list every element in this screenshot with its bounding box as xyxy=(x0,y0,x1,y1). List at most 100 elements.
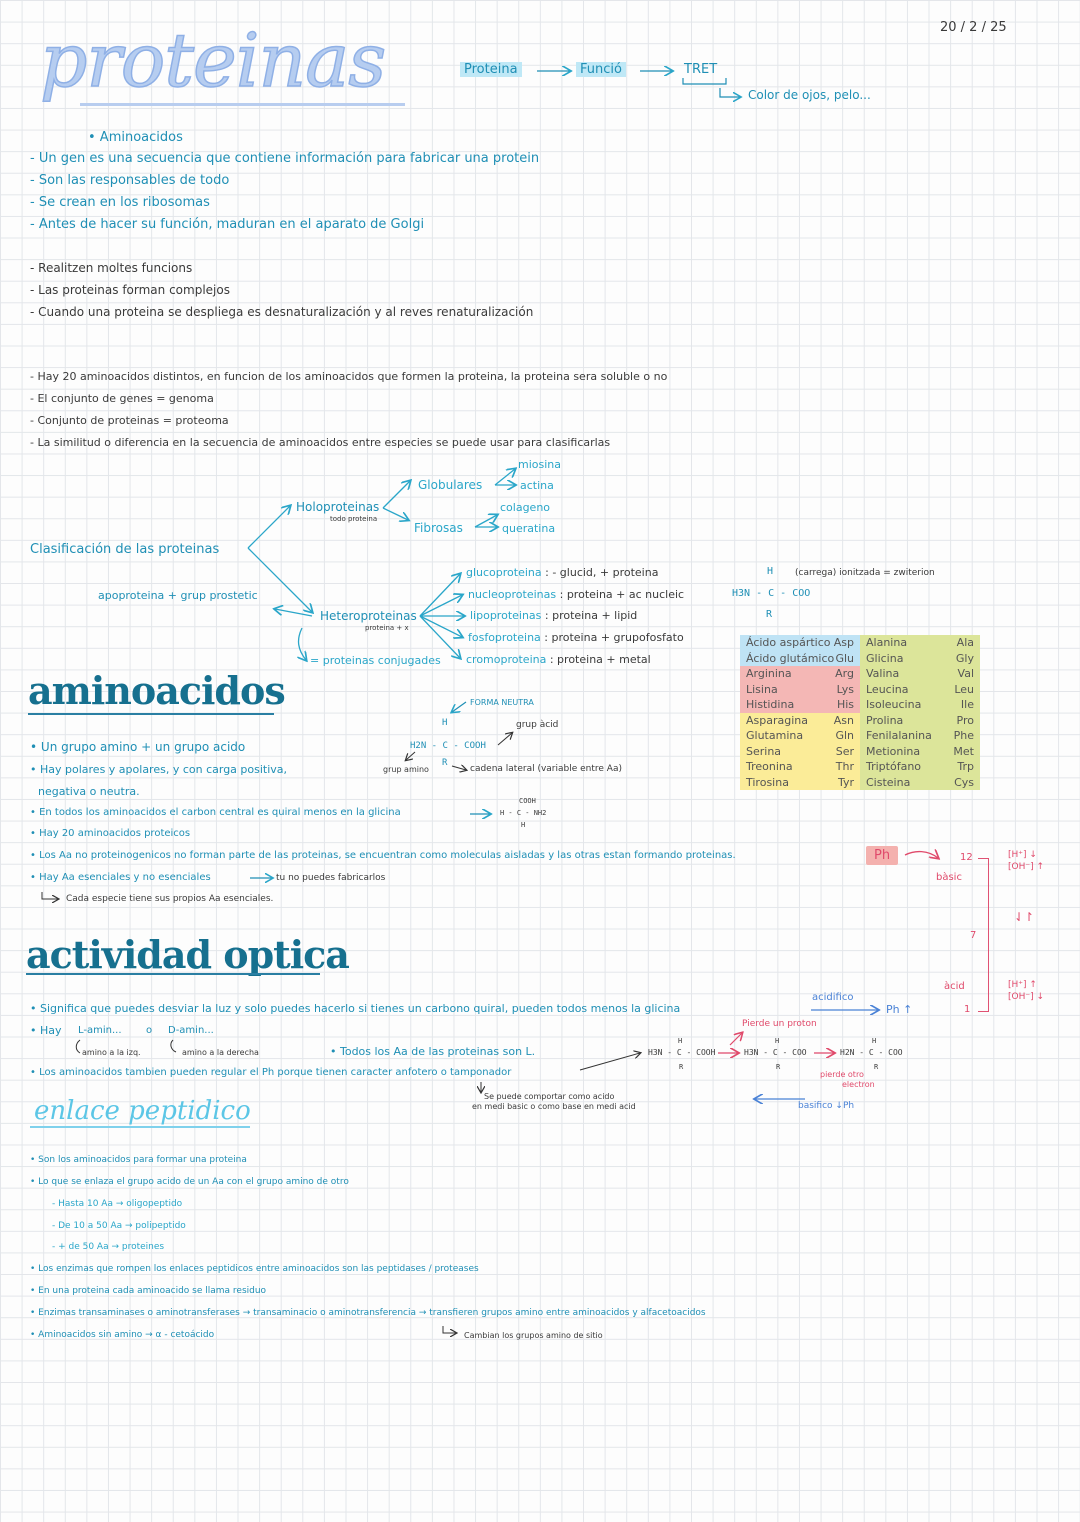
zwitterion-top: H xyxy=(767,566,774,577)
globulares-label: Globulares xyxy=(418,478,483,492)
structure-top: H xyxy=(442,718,448,728)
basifico-label: basifico ↓Ph xyxy=(798,1101,855,1111)
ph-basic-note: [H⁺] ↓ xyxy=(1008,850,1037,860)
enlace-bullet: • Aminoacidos sin amino → α - cetoácido xyxy=(30,1330,215,1340)
glicina-bottom: H xyxy=(521,821,526,829)
holoproteinas-label: Holoproteinas xyxy=(296,500,380,514)
hetero-type-desc: : proteina + ac nucleic xyxy=(559,588,685,601)
aa-bullet: • Hay 20 aminoacidos proteicos xyxy=(30,828,191,839)
glicina-top: COOH xyxy=(519,797,536,805)
intro-bullet: - Cuando una proteina se despliega es de… xyxy=(30,305,534,319)
enlace-bullet: • Enzimas transaminases o aminotransfera… xyxy=(30,1308,706,1318)
enlace-bullet: • En una proteina cada aminoacido se lla… xyxy=(30,1286,267,1296)
holoproteinas-sub: todo proteina xyxy=(330,515,378,523)
flow-note: Color de ojos, pelo... xyxy=(748,88,871,102)
heading-underline xyxy=(28,713,274,715)
intro-bullet: - Antes de hacer su función, maduran en … xyxy=(30,217,425,232)
globulares-child: miosina xyxy=(518,458,562,471)
enlace-bullet: • Lo que se enlaza el grupo acido de un … xyxy=(30,1177,349,1187)
ph-acid-label: àcid xyxy=(944,981,965,992)
title-underline xyxy=(80,103,405,106)
reaction-m2-bottom: R xyxy=(776,1063,781,1071)
transaminase-note: Cambian los grupos amino de sitio xyxy=(464,1331,603,1340)
aa-bullet: • Hay Aa esenciales y no esenciales xyxy=(30,872,211,883)
ph-up-label: Ph ↑ xyxy=(886,1003,913,1016)
optica-bullet: • Los aminoacidos tambien pueden regular… xyxy=(30,1067,512,1078)
intro-bullet: - Las proteinas forman complejos xyxy=(30,283,230,297)
zwitterion-formula: H3N - C - COO xyxy=(732,588,811,599)
reaction-m3-top: H xyxy=(872,1037,877,1045)
esenciales-note: tu no puedes fabricarlos xyxy=(276,873,386,883)
intro-bullet: - Realitzen moltes funcions xyxy=(30,261,193,275)
l-amin-note: amino a la izq. xyxy=(82,1048,141,1057)
grup-amino-label: grup amino xyxy=(383,765,429,774)
intro-bullet: - Se crean en los ribosomas xyxy=(30,195,210,210)
aa-bullet: Cada especie tiene sus propios Aa esenci… xyxy=(66,894,274,904)
cadena-lateral-label: cadena lateral (variable entre Aa) xyxy=(470,764,622,774)
optica-bullet: • Hay xyxy=(30,1024,62,1037)
reaction-m3: H2N - C - COO xyxy=(840,1048,903,1057)
acidifico-label: acidifico xyxy=(812,992,854,1003)
intro-subtitle: • Aminoacidos xyxy=(88,130,183,145)
heteroproteinas-sub: proteina + x xyxy=(365,624,409,632)
page-title: proteinas xyxy=(39,17,387,105)
hetero-type-name: cromoproteina xyxy=(466,653,547,666)
enlace-sub-bullet: - + de 50 Aa → proteines xyxy=(52,1242,165,1252)
reaction-m1-top: H xyxy=(678,1037,683,1045)
ph-value-1: 1 xyxy=(964,1004,971,1015)
hetero-type-row: cromoproteina : proteina + metal xyxy=(466,653,651,666)
hetero-type-name: fosfoproteina xyxy=(468,631,541,644)
hetero-type-name: lipoproteinas xyxy=(470,609,542,622)
intro-bullet: - Conjunto de proteinas = proteoma xyxy=(30,414,229,427)
enlace-bullet: • Son los aminoacidos para formar una pr… xyxy=(30,1155,247,1165)
enlace-bullet: • Los enzimas que rompen los enlaces pep… xyxy=(30,1264,479,1274)
intro-bullet: - Un gen es una secuencia que contiene i… xyxy=(30,151,540,166)
hetero-type-row: glucoproteina : - glucid, + proteina xyxy=(466,566,658,579)
globulares-child: actina xyxy=(520,479,554,492)
section-heading-actividad-optica: actividad optica xyxy=(26,932,350,977)
zwitterion-note: (carrega) ionitzada = zwiterion xyxy=(795,568,935,578)
todos-l-note: • Todos los Aa de las proteinas son L. xyxy=(330,1045,536,1058)
pierde-proton-label: Pierde un proton xyxy=(742,1019,817,1029)
hetero-type-row: lipoproteinas : proteina + lipid xyxy=(470,609,637,622)
intro-bullet: - Hay 20 aminoacidos distintos, en funci… xyxy=(30,370,668,383)
ph-scale-bracket xyxy=(978,858,989,1012)
conjugadas-label: = proteinas conjugades xyxy=(310,654,441,667)
anfotero-note: en medi basic o como base en medi acid xyxy=(472,1102,636,1111)
intro-bullet: - Son las responsables de todo xyxy=(30,173,230,188)
flow-step-tret: TRET xyxy=(684,62,718,77)
aa-bullet: negativa o neutra. xyxy=(38,785,140,798)
ph-acid-note: [OH⁻] ↓ xyxy=(1008,992,1045,1002)
heading-underline xyxy=(30,1126,250,1128)
or-label: o xyxy=(146,1025,153,1036)
fibrosas-child: colageno xyxy=(500,501,551,514)
zwitterion-bottom: R xyxy=(766,609,773,620)
pierde-otro-label: pierde otro xyxy=(820,1070,864,1079)
enlace-sub-bullet: - Hasta 10 Aa → oligopeptido xyxy=(52,1199,183,1209)
section-heading-enlace-peptidico: enlace peptidico xyxy=(34,1096,251,1126)
ph-acid-note: [H⁺] ↑ xyxy=(1008,980,1037,990)
enlace-sub-bullet: - De 10 a 50 Aa → polipeptido xyxy=(52,1221,186,1231)
reaction-m2-top: H xyxy=(775,1037,780,1045)
ph-basic-note: [OH⁻] ↑ xyxy=(1008,862,1045,872)
reaction-m2: H3N - C - COO xyxy=(744,1048,807,1057)
ph-value-12: 12 xyxy=(960,852,973,863)
forma-neutra-label: FORMA NEUTRA xyxy=(470,698,534,707)
aa-bullet: • Un grupo amino + un grupo acido xyxy=(30,740,246,754)
classification-root: Clasificación de las proteinas xyxy=(30,542,220,557)
glicina-formula: H - C - NH2 xyxy=(500,809,547,817)
